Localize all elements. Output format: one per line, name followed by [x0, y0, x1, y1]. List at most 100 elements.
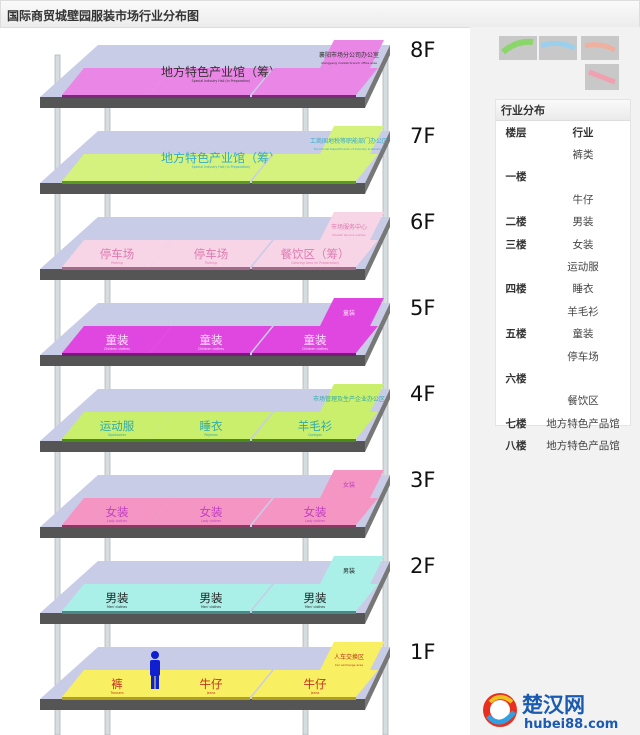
zone-2[interactable]	[150, 326, 272, 353]
zone-label: 牛仔	[304, 677, 327, 691]
zone-1[interactable]	[62, 498, 172, 525]
zone-label: 停车场	[100, 247, 135, 261]
side-zone-label: 市场管理及生产企业办公区	[313, 395, 385, 403]
zone-sublabel: Special Industry Hall (In Preparation)	[192, 165, 251, 169]
side-zone-label: 童装	[343, 309, 355, 317]
table-row: 牛仔	[496, 192, 630, 214]
zone-label: 童装	[304, 333, 327, 347]
side-zone-label: 襄阳市场分公司办公室	[319, 51, 379, 59]
row-floor: 四楼	[505, 283, 527, 296]
slab-edge	[40, 613, 365, 624]
zone-3[interactable]	[252, 240, 378, 267]
floor-number: 3F	[410, 468, 435, 492]
side-zone[interactable]	[318, 126, 384, 158]
zone-1[interactable]	[62, 584, 172, 611]
zone-2[interactable]	[150, 498, 272, 525]
zone-2[interactable]	[150, 412, 272, 439]
zone-label: 睡衣	[200, 419, 223, 433]
zone-3[interactable]	[252, 154, 378, 181]
zone-sublabel: Jeans	[310, 691, 320, 695]
zone-1[interactable]	[62, 326, 172, 353]
site-thumbnail-map[interactable]	[497, 30, 622, 92]
panel-title: 行业分布	[496, 100, 630, 121]
slab-edge	[40, 97, 365, 108]
floor-number: 8F	[410, 38, 435, 62]
side-zone[interactable]	[318, 556, 384, 588]
zone-label: 男装	[200, 591, 223, 605]
zone-2[interactable]	[150, 68, 272, 95]
col-industry: 行业	[572, 127, 594, 139]
side-zone[interactable]	[318, 212, 384, 244]
zone-1[interactable]	[62, 412, 172, 439]
zone-3[interactable]	[252, 670, 378, 697]
zone-3[interactable]	[252, 498, 378, 525]
zone-3[interactable]	[252, 326, 378, 353]
zone-label: 停车场	[194, 247, 229, 261]
side-zone[interactable]	[318, 298, 384, 330]
zone-sublabel: Pajamas	[204, 433, 218, 437]
floor-4f[interactable]: 市场管理及生产企业办公区运动服Sportswear睡衣Pajamas羊毛衫Car…	[40, 382, 435, 452]
table-row: 八楼地方特色产品馆	[496, 438, 630, 460]
floor-number: 5F	[410, 296, 435, 320]
industry-distribution-panel: 行业分布 楼层 行业 裤类一楼牛仔二楼男装三楼女装运动服四楼睡衣羊毛衫五楼童装停…	[495, 99, 631, 452]
side-zone-label: 女装	[343, 481, 355, 489]
zone-sublabel: Parking	[205, 261, 217, 265]
zone-sublabel: Parking	[111, 261, 123, 265]
zone-1[interactable]	[62, 68, 172, 95]
zone-edge	[62, 267, 150, 270]
zone-1[interactable]	[62, 670, 172, 697]
side-zone[interactable]	[318, 470, 384, 502]
slab-edge-side	[365, 45, 390, 108]
side-zone[interactable]	[318, 40, 384, 72]
side-zone[interactable]	[318, 642, 384, 674]
zone-edge	[150, 611, 250, 614]
zone-edge	[62, 181, 150, 184]
zone-3[interactable]	[252, 412, 378, 439]
zone-label: 女装	[106, 505, 129, 519]
zone-sublabel: Sportswear	[108, 433, 127, 437]
row-industry: 裤类	[572, 149, 594, 161]
zone-1[interactable]	[62, 240, 172, 267]
table-row: 餐饮区	[496, 393, 630, 415]
zone-2[interactable]	[150, 584, 272, 611]
zone-edge	[150, 525, 250, 528]
zone-2[interactable]	[150, 670, 272, 697]
zone-edge	[252, 267, 356, 270]
row-floor: 五楼	[505, 328, 527, 341]
zone-3[interactable]	[252, 68, 378, 95]
zone-edge	[252, 697, 356, 700]
support-column	[54, 54, 61, 735]
zone-edge	[150, 697, 250, 700]
zone-edge	[252, 95, 356, 98]
slab-edge	[40, 269, 365, 280]
slab-edge	[40, 527, 365, 538]
title-bar: 国际商贸城壁园服装市场行业分布图	[0, 0, 640, 28]
zone-sublabel: Trousers	[109, 691, 124, 695]
floor-number: 4F	[410, 382, 435, 406]
zone-edge	[150, 267, 250, 270]
table-row: 运动服	[496, 259, 630, 281]
zone-edge	[150, 95, 250, 98]
floor-number: 2F	[410, 554, 435, 578]
zone-3[interactable]	[252, 584, 378, 611]
zone-2[interactable]	[150, 154, 272, 181]
zone-edge	[62, 611, 150, 614]
page-title: 国际商贸城壁园服装市场行业分布图	[7, 9, 200, 23]
side-zone[interactable]	[318, 384, 384, 416]
zone-edge	[252, 439, 356, 442]
table-row: 四楼睡衣	[496, 281, 630, 303]
zone-label: 地方特色产业馆（筹）	[161, 64, 281, 79]
side-zone-label: 男装	[343, 567, 355, 575]
zone-2[interactable]	[150, 240, 272, 267]
logo-url: hubei88.com	[524, 717, 618, 732]
side-zone-sublabel: Market Service Center	[332, 233, 366, 237]
row-industry: 女装	[572, 238, 594, 251]
zone-1[interactable]	[62, 154, 172, 181]
